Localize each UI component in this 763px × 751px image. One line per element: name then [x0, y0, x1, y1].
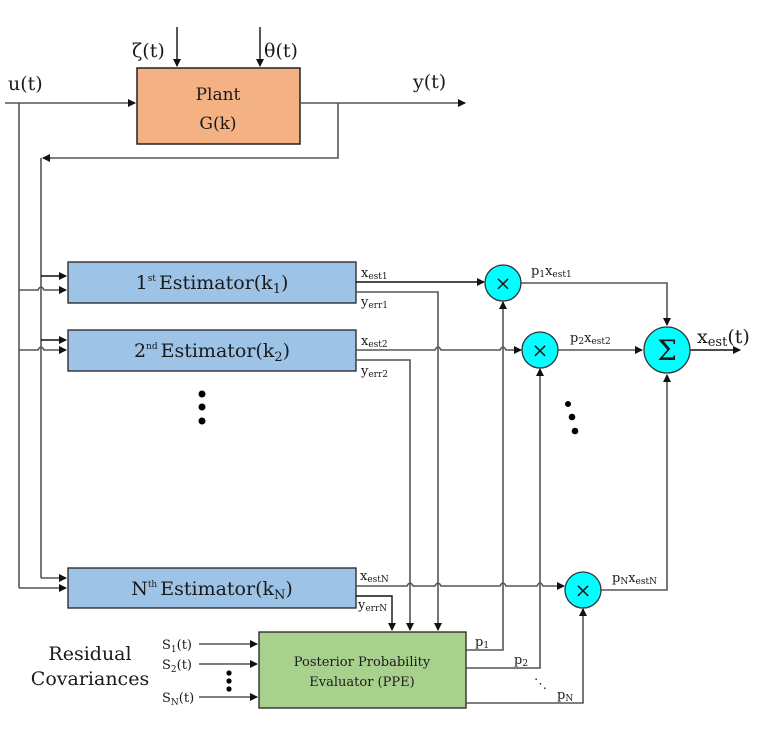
xest2-line: [356, 346, 522, 354]
s2-label: S2(t): [162, 658, 192, 675]
yerrN-line: [356, 595, 396, 631]
multiply-icon: ×: [575, 578, 592, 602]
yerrN-label: yerrN: [357, 598, 387, 614]
multiply-icon: ×: [495, 271, 512, 295]
est2-u-input: [19, 346, 67, 354]
yerr1-line: [356, 291, 442, 631]
sigma-icon: Σ: [657, 334, 677, 367]
bus-lines: [18, 103, 67, 592]
p2-line: [466, 368, 544, 669]
multiplier-2: [521, 331, 559, 369]
estimator-block: [67, 567, 357, 609]
sN-label: SN(t): [162, 691, 194, 708]
theta-label: θ(t): [264, 40, 298, 62]
ppe-line1: Posterior Probability: [294, 655, 431, 670]
zeta-label: ζ(t): [132, 40, 165, 62]
plant-transfer-function: G(k): [199, 114, 236, 134]
dot: [568, 413, 576, 421]
estimator-ellipsis: [198, 390, 206, 425]
ppe-block: [258, 631, 467, 709]
pN-label: pN: [557, 688, 573, 704]
xest2-label: xest2: [361, 334, 388, 350]
xestN-line: [356, 582, 565, 590]
p2-label: p2: [514, 653, 528, 669]
dot: [198, 417, 206, 425]
ppe-line2: Evaluator (PPE): [309, 675, 414, 690]
dot: [198, 403, 206, 411]
p2xest2-label: p2xest2: [570, 331, 611, 347]
p1-label: p1: [475, 635, 489, 651]
xest-output-label: xest(t): [697, 326, 750, 350]
p1-line: [466, 301, 507, 651]
multiply-icon: ×: [532, 338, 549, 362]
plant-section: u(t) ζ(t) θ(t) y(t) Plant G(k): [5, 27, 466, 162]
p1xest1-line: [521, 282, 671, 326]
estimator-outputs: xest1 yerr1 xest2 yerr2 xestN yerrN: [356, 266, 565, 631]
input-label: u(t): [8, 73, 43, 95]
residual-label-line1: Residual: [48, 643, 131, 665]
yerr2-line: [356, 359, 414, 631]
p-ellipsis: ⋱: [534, 677, 547, 692]
multiplier-1: [484, 264, 522, 302]
est1-u-input: [19, 286, 67, 294]
yerr1-label: yerr1: [360, 295, 388, 311]
xest1-label: xest1: [361, 266, 388, 282]
xestN-label: xestN: [360, 569, 389, 585]
p1xest1-label: p1xest1: [531, 264, 572, 280]
plant-block: [136, 67, 301, 145]
summer: [643, 326, 691, 374]
dot: [226, 686, 232, 692]
yerr2-label: yerr2: [360, 364, 388, 380]
feedback-line: [42, 103, 339, 162]
combiner-section: × × × Σ p1xest1 p2xest2 pNxestN xest(t): [484, 264, 750, 609]
pN-line: [466, 608, 587, 704]
dot: [571, 427, 579, 435]
ppe-section: Posterior Probability Evaluator (PPE) S1…: [31, 301, 587, 709]
dot: [565, 401, 571, 407]
estimator-block: [67, 261, 357, 304]
dot: [226, 670, 232, 676]
multiplier-n: [564, 571, 602, 609]
dot: [226, 678, 232, 684]
output-label: y(t): [412, 71, 446, 93]
s1-label: S1(t): [162, 638, 192, 655]
residual-label-line2: Covariances: [31, 668, 149, 690]
plant-title: Plant: [196, 85, 241, 105]
pNxestN-line: [601, 374, 671, 591]
pNxestN-label: pNxestN: [612, 571, 657, 587]
dot: [198, 390, 206, 398]
